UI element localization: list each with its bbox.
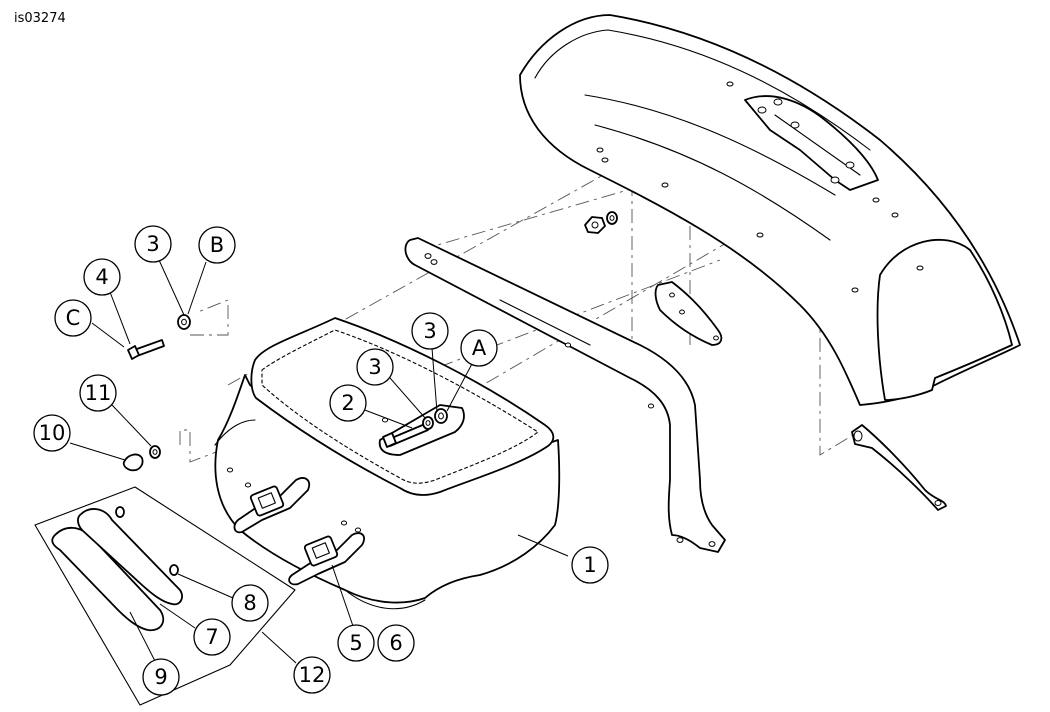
svg-text:C: C — [66, 306, 81, 330]
reflector-kit — [34, 486, 296, 706]
svg-text:8: 8 — [243, 591, 256, 615]
upper-strap-buckle — [233, 477, 310, 534]
svg-text:3: 3 — [368, 355, 381, 379]
svg-text:A: A — [472, 336, 487, 360]
svg-text:7: 7 — [205, 625, 218, 649]
callout-1: 1 — [571, 546, 609, 584]
lower-strap-buckle — [288, 532, 365, 586]
callout-4: 4 — [83, 258, 121, 296]
svg-text:2: 2 — [341, 391, 354, 415]
figure-id: is03274 — [14, 11, 66, 26]
svg-text:1: 1 — [583, 553, 596, 577]
svg-text:B: B — [210, 233, 224, 257]
svg-text:9: 9 — [154, 665, 167, 689]
leader-lines — [69, 259, 569, 664]
svg-text:10: 10 — [39, 421, 66, 445]
callout-A: A — [460, 329, 498, 367]
svg-text:12: 12 — [299, 663, 326, 687]
lower-strut — [851, 424, 947, 511]
callout-8: 8 — [231, 584, 269, 622]
svg-text:3: 3 — [146, 232, 159, 256]
callout-10: 10 — [33, 414, 71, 452]
callout-5: 5 — [337, 624, 375, 662]
svg-text:3: 3 — [423, 319, 436, 343]
callout-3-left: 3 — [356, 348, 394, 386]
small-bracket — [654, 281, 723, 346]
svg-text:11: 11 — [85, 381, 112, 405]
fender-nut-washer — [584, 211, 618, 234]
callout-7: 7 — [193, 618, 231, 656]
bolt-washer-set-a — [382, 408, 448, 448]
mounting-rail — [404, 237, 726, 553]
callout-11: 11 — [79, 374, 117, 412]
rear-fender — [519, 14, 1021, 406]
callout-3-right: 3 — [411, 312, 449, 350]
callout-C: C — [54, 299, 92, 337]
callout-9: 9 — [142, 658, 180, 696]
svg-text:5: 5 — [349, 631, 362, 655]
callout-2: 2 — [329, 384, 367, 422]
callout-B: B — [198, 226, 236, 264]
callout-3-top: 3 — [134, 225, 172, 263]
bolt-washer-set-bc — [127, 314, 191, 360]
callout-6: 6 — [377, 624, 415, 662]
svg-text:4: 4 — [95, 265, 108, 289]
callout-12: 12 — [293, 656, 331, 694]
nut-and-cap — [122, 445, 161, 472]
svg-text:6: 6 — [389, 631, 402, 655]
